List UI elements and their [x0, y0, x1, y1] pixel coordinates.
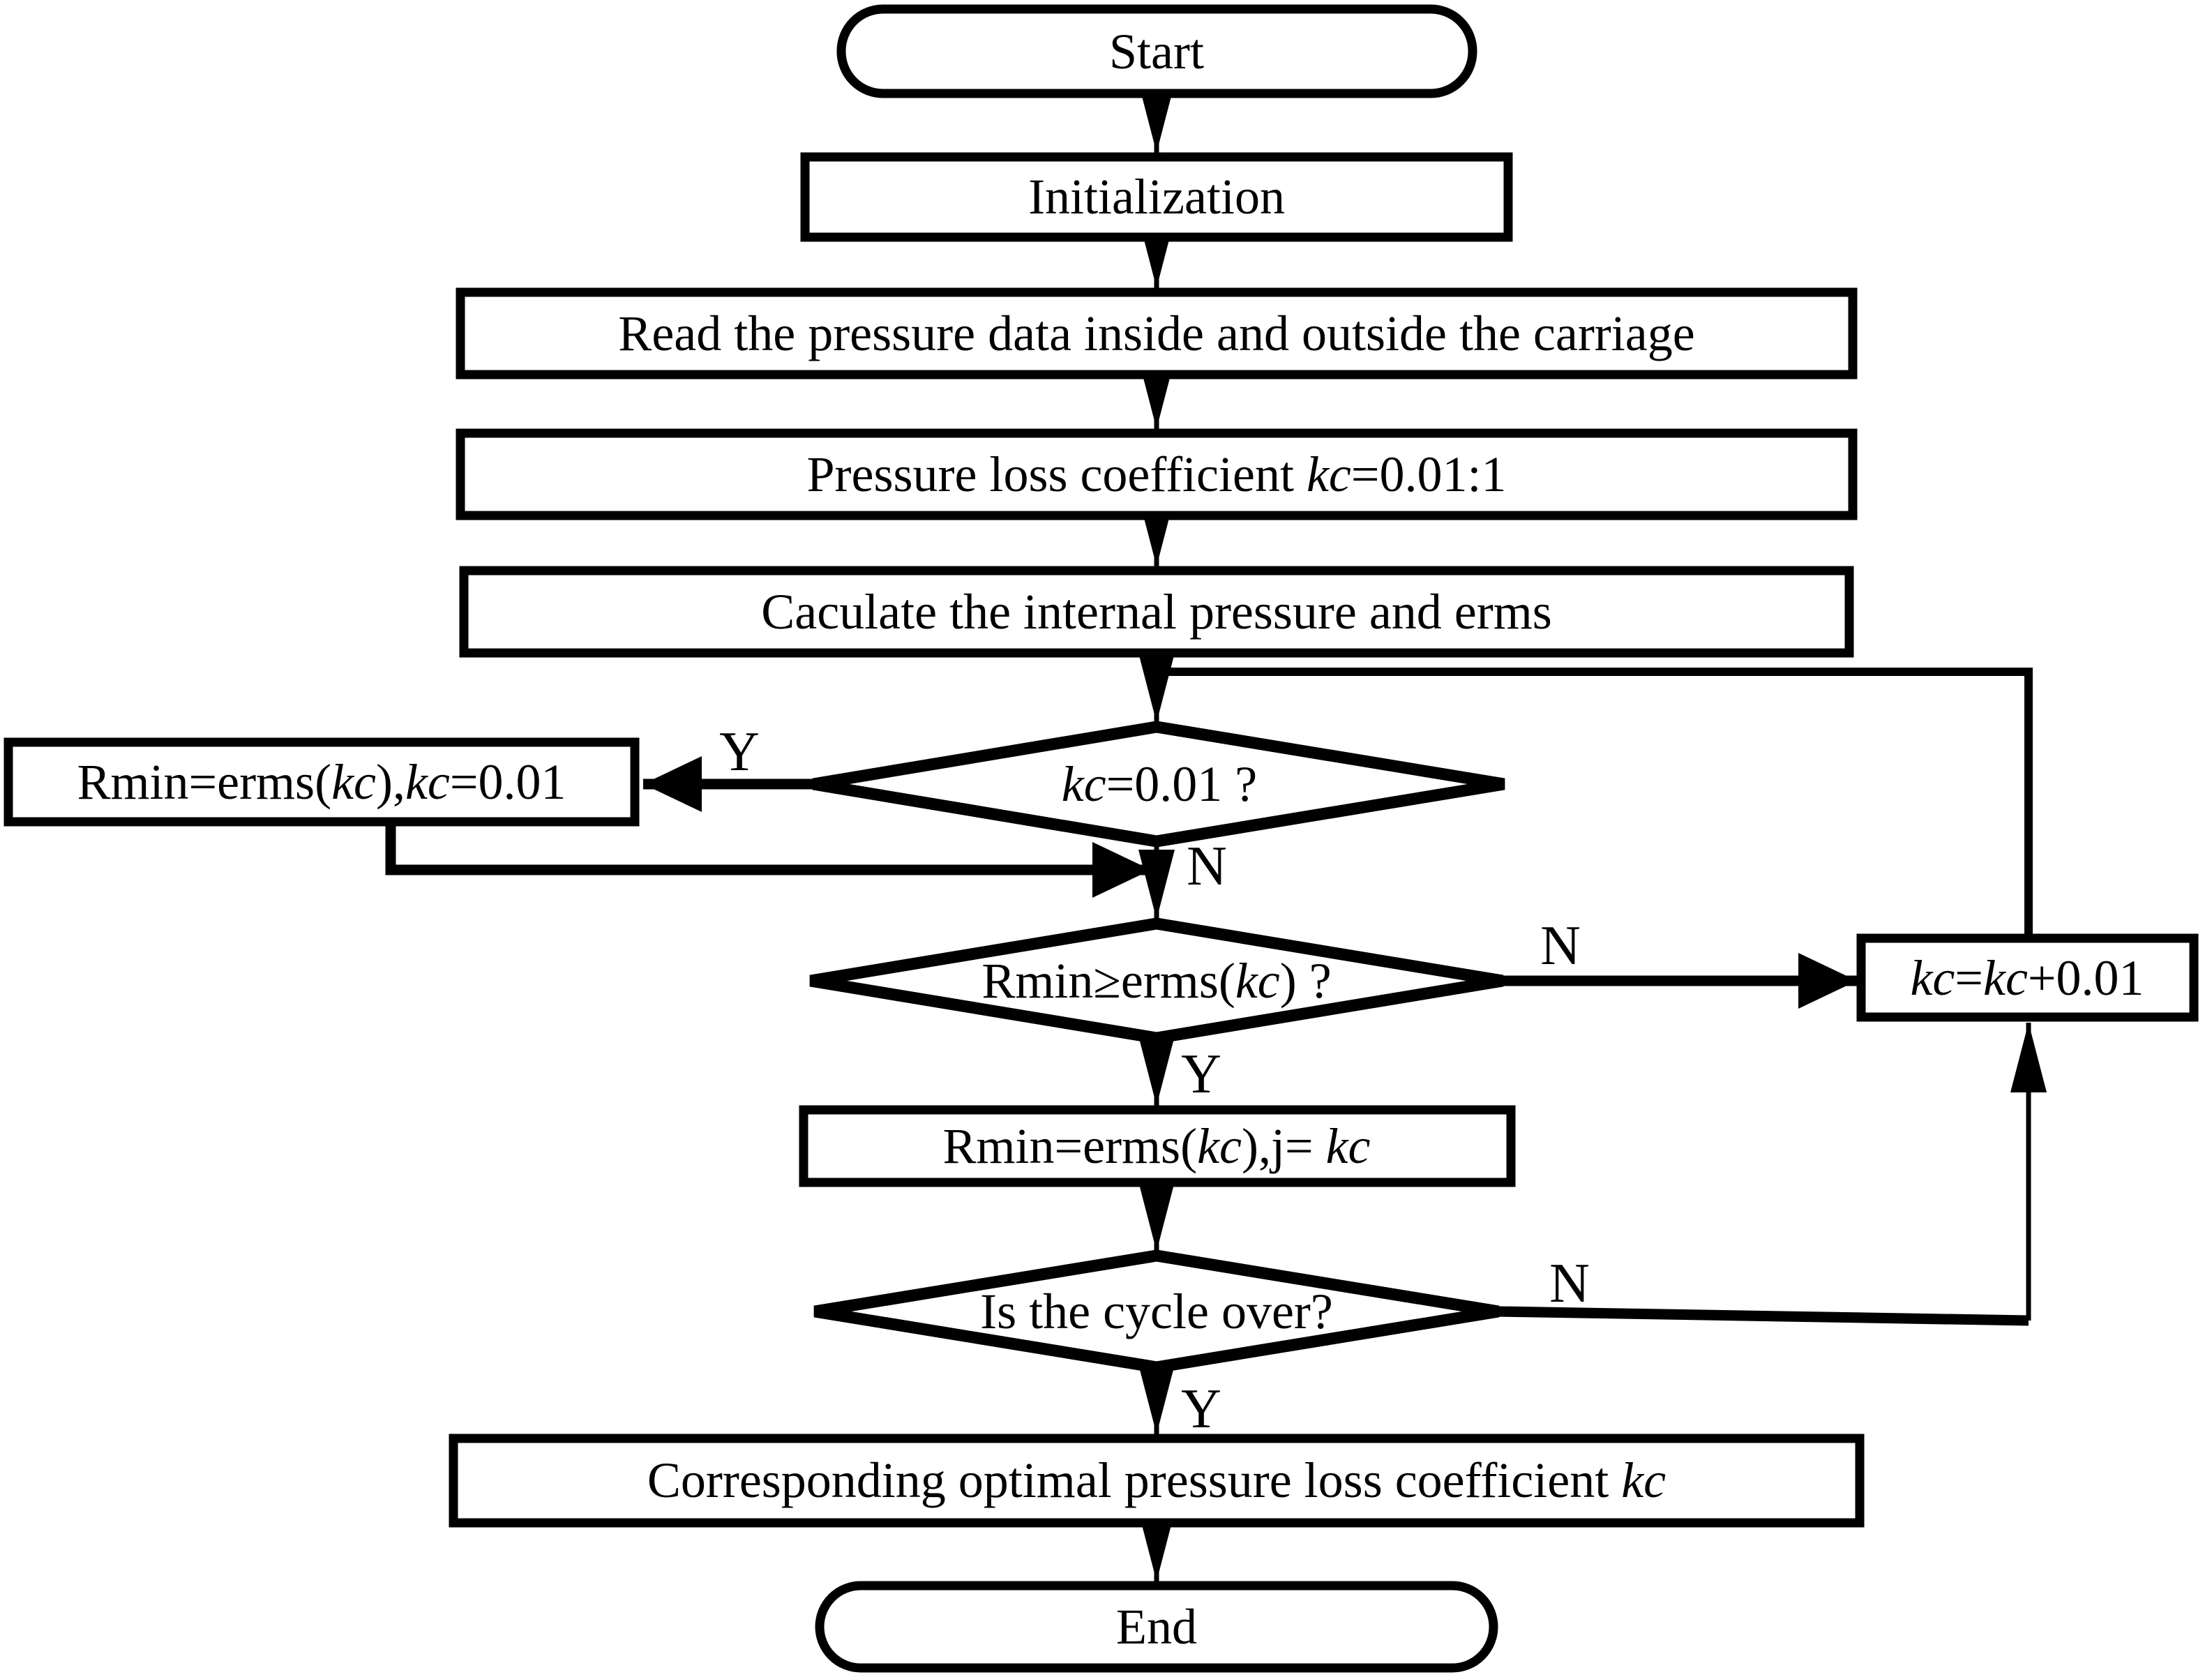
start-label: Start: [1109, 24, 1204, 80]
node-calculate: Caculate the internal pressure and erms: [459, 566, 1854, 658]
edge-label-rmin-no: N: [1540, 915, 1581, 977]
edge-label-kc-first-no: N: [1187, 836, 1227, 897]
decision-rmin-label: Rmin≥erms(kc) ?: [981, 953, 1331, 1009]
node-increment-kc: kc=kc+0.01: [1856, 933, 2199, 1022]
node-decision-cycle: Is the cycle over?: [813, 1249, 1500, 1374]
update-rmin-label: Rmin=erms(kc),j= kc: [942, 1118, 1370, 1174]
node-decision-rmin: Rmin≥erms(kc) ?: [809, 917, 1504, 1044]
edge-label-cycle-no: N: [1549, 1253, 1590, 1314]
decision-cycle-label: Is the cycle over?: [980, 1284, 1333, 1339]
init-rmin-box: [3, 737, 640, 827]
calculate-label: Caculate the internal pressure and erms: [761, 584, 1552, 640]
edges: [385, 83, 2047, 1581]
set-kc-label: Pressure loss coefficient kc=0.01:1: [806, 446, 1506, 502]
edge-increment-kc-loopback: [1157, 668, 2033, 938]
edge-decision-cycle-no-horizontal: [1498, 1306, 2029, 1326]
edge-label-rmin-yes: Y: [1181, 1044, 1221, 1105]
decision-kc-first-label: kc=0.01 ?: [1062, 756, 1257, 812]
output-label: Corresponding optimal pressure loss coef…: [647, 1452, 1666, 1508]
edge-init-rmin-return: [385, 822, 1151, 898]
node-output: Corresponding optimal pressure loss coef…: [449, 1434, 1865, 1528]
node-update-rmin: Rmin=erms(kc),j= kc: [799, 1105, 1516, 1187]
update-rmin-box: [799, 1105, 1516, 1187]
initialization-box: [800, 152, 1513, 242]
edge-label-kc-first-yes: Y: [719, 721, 760, 783]
decision-rmin-diamond: [809, 917, 1504, 1044]
node-set-kc: Pressure loss coefficient kc=0.01:1: [456, 428, 1858, 520]
calculate-box: [459, 566, 1854, 658]
read-data-box: [456, 287, 1858, 379]
edge-labels: Y N N Y N Y: [719, 721, 1590, 1440]
end-label: End: [1116, 1599, 1197, 1655]
end-terminator: [815, 1581, 1498, 1673]
node-decision-kc-first: kc=0.01 ?: [812, 721, 1505, 848]
increment-kc-label: kc=kc+0.01: [1910, 950, 2144, 1006]
node-start: Start: [836, 4, 1477, 98]
set-kc-box: [456, 428, 1858, 520]
init-rmin-label: Rmin=erms(kc),kc=0.01: [77, 754, 566, 810]
decision-cycle-diamond: [813, 1249, 1500, 1374]
read-data-label: Read the pressure data inside and outsid…: [618, 306, 1694, 361]
output-box: [449, 1434, 1865, 1528]
increment-kc-box: [1856, 933, 2199, 1022]
decision-kc-first-diamond: [812, 721, 1505, 848]
node-initialization: Initialization: [800, 152, 1513, 242]
initialization-label: Initialization: [1028, 169, 1285, 225]
node-read-data: Read the pressure data inside and outsid…: [456, 287, 1858, 379]
node-end: End: [815, 1581, 1498, 1673]
start-terminator: [836, 4, 1477, 98]
node-init-rmin: Rmin=erms(kc),kc=0.01: [3, 737, 640, 827]
edge-label-cycle-yes: Y: [1181, 1378, 1221, 1440]
